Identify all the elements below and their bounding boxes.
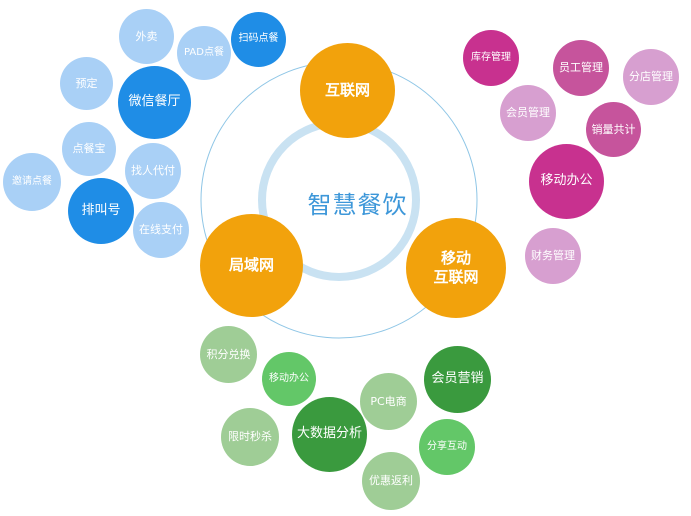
bubble-queue: 排叫号 bbox=[68, 178, 134, 244]
bubble-mobile-office-pink-label: 移动办公 bbox=[540, 173, 593, 189]
bubble-staff: 员工管理 bbox=[553, 40, 609, 96]
bubble-online-pay-label: 在线支付 bbox=[139, 223, 183, 237]
bubble-mobile-office-pink: 移动办公 bbox=[529, 144, 604, 219]
bubble-sales-label: 销量共计 bbox=[591, 122, 636, 136]
bubble-member-marketing-label: 会员营销 bbox=[431, 371, 484, 387]
bubble-share-label: 分享互动 bbox=[427, 440, 467, 452]
bubble-scan-label: 扫码点餐 bbox=[238, 33, 279, 45]
bubble-rebate: 优惠返利 bbox=[362, 452, 420, 510]
hub-lan: 局域网 bbox=[200, 214, 303, 317]
center-title: 智慧餐饮 bbox=[307, 191, 408, 219]
bubble-pc-ecommerce: PC电商 bbox=[360, 373, 417, 430]
bubble-inventory: 库存管理 bbox=[463, 30, 519, 86]
bubble-branch-label: 分店管理 bbox=[629, 70, 673, 84]
bubble-invite: 邀请点餐 bbox=[3, 153, 61, 211]
bubble-pc-ecommerce-label: PC电商 bbox=[370, 394, 407, 408]
bubble-proxy-pay-label: 找人代付 bbox=[131, 164, 175, 178]
bubble-mobile-office-green: 移动办公 bbox=[262, 352, 316, 406]
bubble-finance: 财务管理 bbox=[525, 228, 581, 284]
bubble-queue-label: 排叫号 bbox=[81, 202, 121, 218]
bubble-points-label: 积分兑换 bbox=[206, 347, 251, 361]
bubble-sales: 销量共计 bbox=[586, 102, 641, 157]
bubble-reserve: 预定 bbox=[60, 57, 113, 110]
bubble-diancanbao-label: 点餐宝 bbox=[72, 142, 106, 156]
bubble-branch: 分店管理 bbox=[623, 49, 679, 105]
bubble-inventory-label: 库存管理 bbox=[471, 51, 511, 63]
hub-lan-label: 局域网 bbox=[228, 256, 274, 275]
bubble-member-mgmt-label: 会员管理 bbox=[506, 106, 550, 120]
bubble-invite-label: 邀请点餐 bbox=[12, 175, 52, 187]
bubble-big-data: 大数据分析 bbox=[292, 397, 367, 472]
bubble-online-pay: 在线支付 bbox=[133, 202, 189, 258]
bubble-staff-label: 员工管理 bbox=[559, 61, 603, 75]
bubble-proxy-pay: 找人代付 bbox=[125, 143, 181, 199]
bubble-finance-label: 财务管理 bbox=[531, 249, 575, 263]
hub-internet-label: 互联网 bbox=[324, 81, 370, 100]
bubble-flash-sale-label: 限时秒杀 bbox=[228, 430, 272, 444]
bubble-big-data-label: 大数据分析 bbox=[296, 426, 362, 442]
bubble-pad-label: PAD点餐 bbox=[184, 46, 224, 58]
bubble-scan: 扫码点餐 bbox=[231, 12, 286, 67]
bubble-share: 分享互动 bbox=[419, 419, 475, 475]
hub-mobile-internet: 移动 互联网 bbox=[406, 218, 506, 318]
bubble-member-mgmt: 会员管理 bbox=[500, 85, 556, 141]
bubble-member-marketing: 会员营销 bbox=[424, 346, 491, 413]
bubble-rebate-label: 优惠返利 bbox=[369, 474, 413, 488]
bubble-wechat: 微信餐厅 bbox=[118, 66, 191, 139]
bubble-diancanbao: 点餐宝 bbox=[62, 122, 116, 176]
hub-internet: 互联网 bbox=[300, 43, 395, 138]
hub-mobile-internet-label: 移动 互联网 bbox=[433, 249, 479, 286]
bubble-pad: PAD点餐 bbox=[177, 26, 231, 80]
bubble-wechat-label: 微信餐厅 bbox=[128, 94, 181, 110]
bubble-points: 积分兑换 bbox=[200, 326, 257, 383]
bubble-waimai: 外卖 bbox=[119, 9, 174, 64]
bubble-waimai-label: 外卖 bbox=[135, 29, 158, 43]
bubble-mobile-office-green-label: 移动办公 bbox=[269, 372, 309, 384]
bubble-reserve-label: 预定 bbox=[75, 76, 98, 90]
bubble-flash-sale: 限时秒杀 bbox=[221, 408, 279, 466]
